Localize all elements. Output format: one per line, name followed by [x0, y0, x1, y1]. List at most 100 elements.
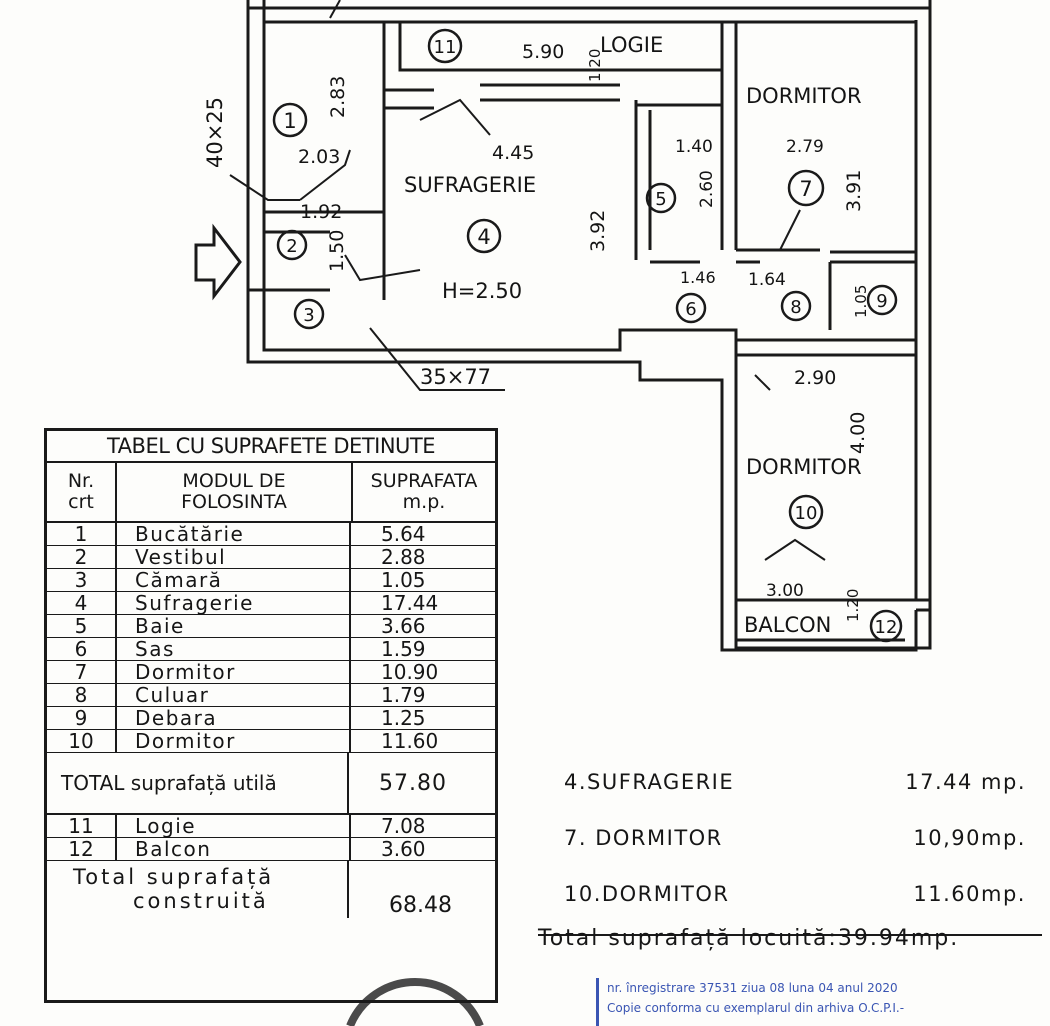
row-usage: Dormitor	[117, 730, 351, 752]
dim-1-05: 1.05	[852, 285, 870, 318]
dim-1-64: 1.64	[748, 270, 786, 290]
row-area: 17.44	[381, 591, 439, 615]
total-constr-label: Total suprafață construită	[47, 861, 349, 918]
header-usage-2: FOLOSINTA	[181, 491, 287, 513]
row-usage: Logie	[117, 815, 351, 837]
leader-line	[299, 149, 351, 201]
row-area: 2.88	[381, 545, 426, 569]
logie-label: LOGIE	[600, 33, 663, 57]
room-number-1: 1	[283, 109, 296, 133]
header-nr-1: Nr.	[67, 470, 95, 492]
balcon-label: BALCON	[744, 613, 831, 637]
registry-stamp: nr. înregistrare 37531 ziua 08 luna 04 a…	[596, 978, 1032, 1026]
row-area: 7.08	[381, 814, 426, 838]
outer-wall	[246, 0, 918, 652]
room-number-7: 7	[799, 177, 812, 201]
summary-room: 4.SUFRAGERIE	[564, 770, 735, 794]
row-area: 1.05	[381, 568, 426, 592]
room-number-8: 8	[790, 297, 801, 318]
row-nr: 1	[47, 523, 117, 545]
room-number-4: 4	[477, 225, 490, 249]
room-marker-6	[675, 292, 707, 324]
dim-3-92: 3.92	[587, 210, 609, 252]
leader-line	[229, 174, 300, 201]
dim-2-03: 2.03	[298, 146, 340, 168]
row-nr: 5	[47, 615, 117, 637]
room-marker-5	[645, 182, 677, 214]
dim-2-90: 2.90	[794, 367, 836, 389]
row-area: 5.64	[381, 522, 426, 546]
table-header: Nr. crt MODUL DE FOLOSINTA SUPRAFATA m.p…	[47, 463, 495, 523]
sufragerie-label: SUFRAGERIE	[404, 173, 536, 197]
room-marker-2	[276, 229, 308, 261]
row-area: 11.60	[381, 729, 439, 753]
row-usage: Sufragerie	[117, 592, 351, 614]
row-area: 1.25	[381, 706, 426, 730]
summary-row: 7. DORMITOR 10,90mp.	[538, 826, 1042, 882]
total-living-area: Total suprafață locuită:39.94mp.	[538, 926, 960, 951]
total-util-value: 57.80	[379, 770, 447, 796]
summary-room: 7. DORMITOR	[564, 826, 723, 850]
door-swing	[344, 254, 421, 282]
dim-2-60: 2.60	[697, 170, 717, 208]
room-marker-4	[466, 218, 502, 254]
row-usage: Baie	[117, 615, 351, 637]
dim-4-00: 4.00	[847, 412, 869, 454]
row-nr: 7	[47, 661, 117, 683]
official-seal	[346, 977, 484, 1026]
room-marker-7	[787, 169, 825, 207]
total-constr-row: Total suprafață construită 68.48	[47, 861, 495, 918]
table-title: TABEL CU SUPRAFETE DETINUTE	[47, 431, 495, 463]
total-constr-value: 68.48	[389, 893, 452, 918]
row-nr: 11	[47, 815, 117, 837]
right-wall	[916, 0, 932, 612]
header-nr-2: crt	[68, 491, 94, 513]
total-util-label: TOTAL suprafață utilă	[47, 753, 349, 813]
row-area: 10.90	[381, 660, 439, 684]
row-nr: 4	[47, 592, 117, 614]
kitchen-wall	[262, 20, 386, 214]
leader-line	[329, 0, 341, 19]
row-usage: Culuar	[117, 684, 351, 706]
header-area-2: m.p.	[402, 491, 446, 513]
door-swing	[419, 98, 491, 136]
row-nr: 8	[47, 684, 117, 706]
header-area: SUPRAFATA m.p.	[353, 463, 495, 521]
surfaces-table: TABEL CU SUPRAFETE DETINUTE Nr. crt MODU…	[44, 428, 498, 1003]
row-usage: Bucătărie	[117, 523, 351, 545]
summary-area: 10,90mp.	[913, 826, 1026, 850]
total-constr-label-2: construită	[133, 889, 269, 913]
room-marker-3	[293, 298, 325, 330]
row-usage: Debara	[117, 707, 351, 729]
summary-room: 10.DORMITOR	[564, 882, 730, 906]
room-marker-1	[272, 102, 308, 138]
room-number-11: 11	[434, 37, 457, 58]
row-usage: Vestibul	[117, 546, 351, 568]
room-number-3: 3	[303, 305, 314, 326]
room-number-2: 2	[286, 236, 297, 257]
header-nr: Nr. crt	[47, 463, 117, 521]
summary-area: 17.44 mp.	[905, 770, 1026, 794]
leader-line	[369, 327, 505, 391]
row-nr: 12	[47, 838, 117, 860]
summary-row: 4.SUFRAGERIE 17.44 mp.	[538, 770, 1042, 826]
room-marker-9	[866, 284, 898, 316]
niche-size-label: 35×77	[420, 365, 491, 389]
dim-3-00: 3.00	[766, 581, 804, 601]
room-number-9: 9	[876, 291, 887, 312]
row-area: 3.60	[381, 837, 426, 861]
row-area: 1.79	[381, 683, 426, 707]
room-marker-10	[788, 494, 824, 530]
